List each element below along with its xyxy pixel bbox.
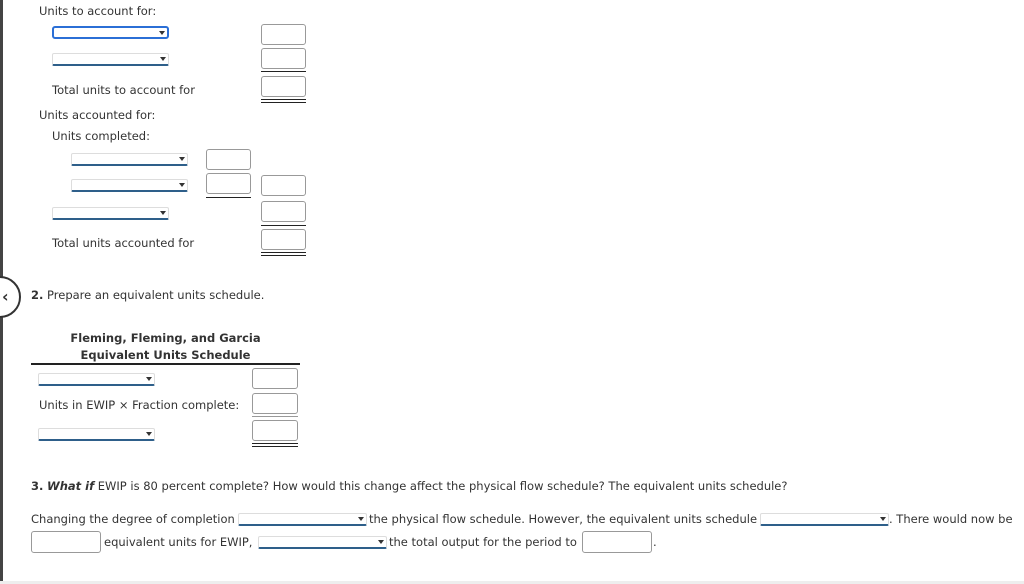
ewip-input[interactable] bbox=[252, 393, 298, 414]
double-underline bbox=[261, 252, 306, 256]
equivalent-units-total-input[interactable] bbox=[252, 420, 298, 441]
sentence-part-1: Changing the degree of completion bbox=[31, 512, 235, 526]
ewip-equivalent-units-input[interactable] bbox=[31, 531, 101, 553]
subtotal-line bbox=[261, 225, 306, 226]
part2-number: 2. bbox=[31, 288, 44, 302]
ewip-label: Units in EWIP × Fraction complete: bbox=[39, 398, 240, 412]
subtotal-line bbox=[261, 71, 306, 72]
units-accounted-select[interactable] bbox=[52, 207, 169, 220]
dropdown-arrow-icon bbox=[160, 57, 166, 61]
sentence-part-2: the physical flow schedule. However, the… bbox=[369, 512, 758, 526]
total-output-effect-select[interactable] bbox=[258, 536, 387, 549]
equivalent-units-input-1[interactable] bbox=[252, 368, 298, 389]
sentence-part-5: the total output for the period to bbox=[389, 535, 577, 549]
units-completed-total-input[interactable] bbox=[261, 175, 306, 196]
part3-prompt: 3. What if EWIP is 80 percent complete? … bbox=[31, 479, 787, 493]
dropdown-arrow-icon bbox=[159, 31, 165, 35]
header-rule bbox=[31, 363, 300, 365]
units-accounted-input[interactable] bbox=[261, 201, 306, 222]
part3-number: 3. bbox=[31, 479, 44, 493]
units-to-account-input-1[interactable] bbox=[261, 24, 306, 45]
units-completed-input-1[interactable] bbox=[206, 149, 251, 170]
units-to-account-select-1[interactable] bbox=[52, 26, 169, 39]
units-completed-select-2[interactable] bbox=[71, 179, 188, 192]
total-output-input[interactable] bbox=[582, 531, 652, 553]
dropdown-arrow-icon bbox=[179, 183, 185, 187]
units-to-account-for-label: Units to account for: bbox=[39, 4, 157, 18]
total-units-to-account-input[interactable] bbox=[261, 76, 306, 97]
dropdown-arrow-icon bbox=[146, 432, 152, 436]
part2-text: Prepare an equivalent units schedule. bbox=[47, 288, 265, 302]
units-completed-select-1[interactable] bbox=[71, 153, 188, 166]
dropdown-arrow-icon bbox=[880, 517, 886, 521]
equivalent-units-effect-select[interactable] bbox=[760, 513, 889, 526]
dropdown-arrow-icon bbox=[146, 377, 152, 381]
dropdown-arrow-icon bbox=[358, 517, 364, 521]
double-underline bbox=[252, 443, 298, 447]
bottom-divider bbox=[0, 581, 1024, 584]
equivalent-units-select-2[interactable] bbox=[38, 428, 155, 441]
sentence-part-3: . There would now be bbox=[889, 512, 1013, 526]
schedule-title: Equivalent Units Schedule bbox=[80, 348, 251, 362]
total-units-to-account-label: Total units to account for bbox=[52, 83, 195, 97]
chevron-left-icon: ‹ bbox=[2, 287, 9, 306]
units-to-account-input-2[interactable] bbox=[261, 48, 306, 69]
sentence-part-4: equivalent units for EWIP, bbox=[104, 535, 253, 549]
units-to-account-select-2[interactable] bbox=[52, 53, 169, 66]
dropdown-arrow-icon bbox=[160, 211, 166, 215]
units-completed-input-2[interactable] bbox=[206, 173, 251, 194]
equivalent-units-select-1[interactable] bbox=[38, 373, 155, 386]
company-name: Fleming, Fleming, and Garcia bbox=[70, 331, 261, 345]
double-underline bbox=[261, 99, 306, 103]
part2-prompt: 2. Prepare an equivalent units schedule. bbox=[31, 288, 264, 302]
total-units-accounted-label: Total units accounted for bbox=[52, 236, 195, 250]
sentence-period: . bbox=[653, 535, 657, 549]
units-completed-label: Units completed: bbox=[52, 129, 150, 143]
previous-button[interactable]: ‹ bbox=[0, 276, 21, 318]
subtotal-line bbox=[252, 416, 298, 417]
part3-text: EWIP is 80 percent complete? How would t… bbox=[97, 479, 788, 493]
total-units-accounted-input[interactable] bbox=[261, 229, 306, 250]
dropdown-arrow-icon bbox=[179, 157, 185, 161]
subtotal-line bbox=[206, 197, 251, 198]
dropdown-arrow-icon bbox=[378, 540, 384, 544]
what-if-label: What if bbox=[47, 479, 95, 493]
physical-flow-effect-select[interactable] bbox=[238, 513, 367, 526]
units-accounted-for-label: Units accounted for: bbox=[39, 108, 156, 122]
